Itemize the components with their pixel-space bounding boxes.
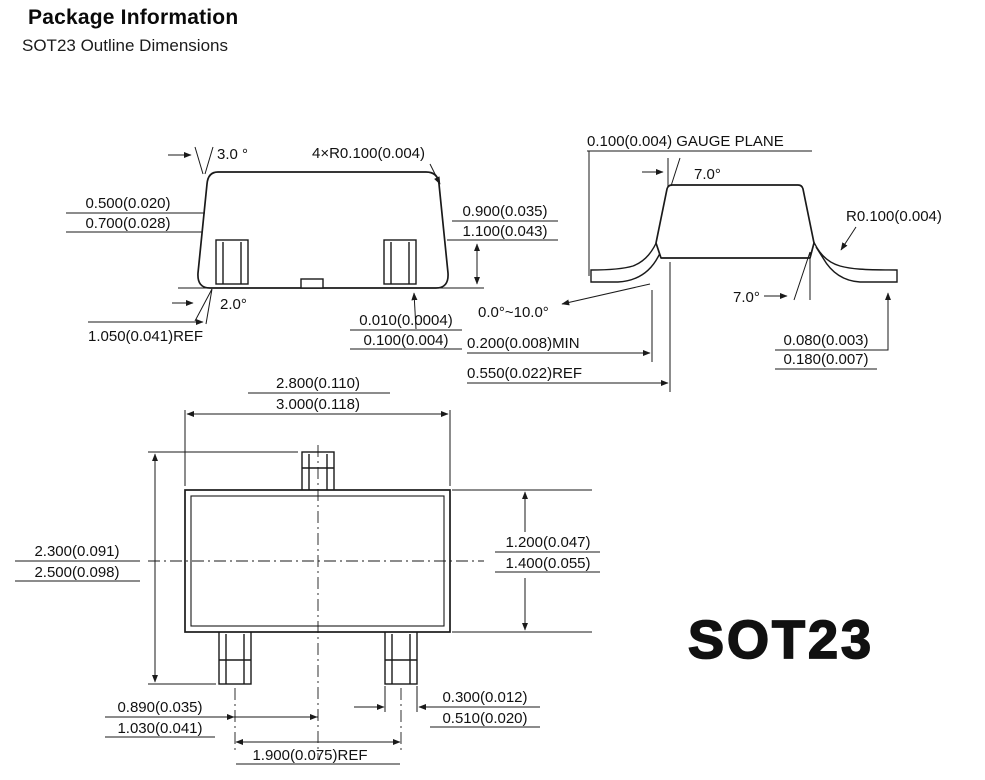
side-body-outline: [655, 184, 815, 259]
dim-top-body-width-max: 1.400(0.055): [505, 555, 590, 572]
top-lead-bottom-left: [218, 629, 252, 685]
dim-top-lead-offset-min: 0.890(0.035): [117, 699, 202, 716]
dim-side-body-angle-top: 7.0°: [694, 166, 721, 183]
top-lead-detail-lines: [219, 454, 417, 684]
dim-top-lead-width-max: 0.510(0.020): [442, 710, 527, 727]
side-lead-left: [590, 236, 665, 283]
dim-front-lead-pitch-ref: 1.050(0.041)REF: [88, 328, 203, 345]
top-view: 2.800(0.110) 3.000(0.118) 2.300(0.091) 2…: [15, 375, 600, 765]
front-center-lead-tip: [300, 278, 324, 289]
dim-side-gauge-plane: 0.100(0.004) GAUGE PLANE: [587, 133, 784, 150]
dim-side-lead-thickness-max: 0.180(0.007): [783, 351, 868, 368]
dim-front-standoff-min: 0.010(0.0004): [359, 312, 452, 329]
dim-top-body-width-min: 1.200(0.047): [505, 534, 590, 551]
dim-side-lead-length-ref: 0.550(0.022)REF: [467, 365, 582, 382]
dim-side-lead-radius: R0.100(0.004): [846, 208, 942, 225]
package-name-label: SOT23: [688, 610, 874, 670]
top-view-geometry: [148, 445, 484, 760]
page-title: Package Information: [28, 6, 239, 29]
dim-top-body-length-max: 3.000(0.118): [276, 396, 360, 413]
dim-side-foot-angle-range: 0.0°~10.0°: [478, 304, 549, 321]
dim-front-standoff-max: 0.100(0.004): [363, 332, 448, 349]
dim-side-lead-thickness-min: 0.080(0.003): [783, 332, 868, 349]
dim-top-overall-width-min: 2.300(0.091): [34, 543, 119, 560]
front-view-geometry: [178, 171, 484, 289]
front-view: 3.0 ° 4×R0.100(0.004) 0.500(0.020) 0.700…: [66, 145, 558, 350]
top-view-dimensions: 2.800(0.110) 3.000(0.118) 2.300(0.091) 2…: [15, 375, 600, 765]
dim-top-lead-span-ref: 1.900(0.075)REF: [252, 747, 367, 764]
front-view-dimensions: 3.0 ° 4×R0.100(0.004) 0.500(0.020) 0.700…: [66, 145, 558, 350]
dim-top-lead-offset-max: 1.030(0.041): [117, 720, 202, 737]
front-lead-left: [215, 239, 249, 285]
page-header: Package Information SOT23 Outline Dimens…: [0, 6, 238, 56]
dim-front-lead-height-max: 0.700(0.028): [85, 215, 170, 232]
dim-top-lead-width-min: 0.300(0.012): [442, 689, 527, 706]
side-lead-right: [811, 237, 898, 283]
page-subtitle: SOT23 Outline Dimensions: [22, 36, 228, 55]
front-lead-right: [383, 239, 417, 285]
dim-front-draft-angle-bottom: 2.0°: [220, 296, 247, 313]
dim-front-corner-radius: 4×R0.100(0.004): [312, 145, 425, 162]
top-lead-bottom-right: [384, 629, 418, 685]
side-view: 0.100(0.004) GAUGE PLANE 7.0° R0.100(0.0…: [467, 133, 942, 392]
dim-top-body-length-min: 2.800(0.110): [276, 375, 360, 392]
dim-side-foot-length-min: 0.200(0.008)MIN: [467, 335, 580, 352]
dim-front-draft-angle-top: 3.0 °: [217, 146, 248, 163]
dim-front-body-height-min: 0.900(0.035): [462, 203, 547, 220]
dim-side-body-angle-bottom: 7.0°: [733, 289, 760, 306]
side-view-geometry: [590, 184, 898, 283]
dim-front-lead-height-min: 0.500(0.020): [85, 195, 170, 212]
dim-front-body-height-max: 1.100(0.043): [462, 223, 547, 240]
top-body-outline: [184, 489, 451, 633]
side-view-dimensions: 0.100(0.004) GAUGE PLANE 7.0° R0.100(0.0…: [467, 133, 942, 392]
dim-top-overall-width-max: 2.500(0.098): [34, 564, 119, 581]
